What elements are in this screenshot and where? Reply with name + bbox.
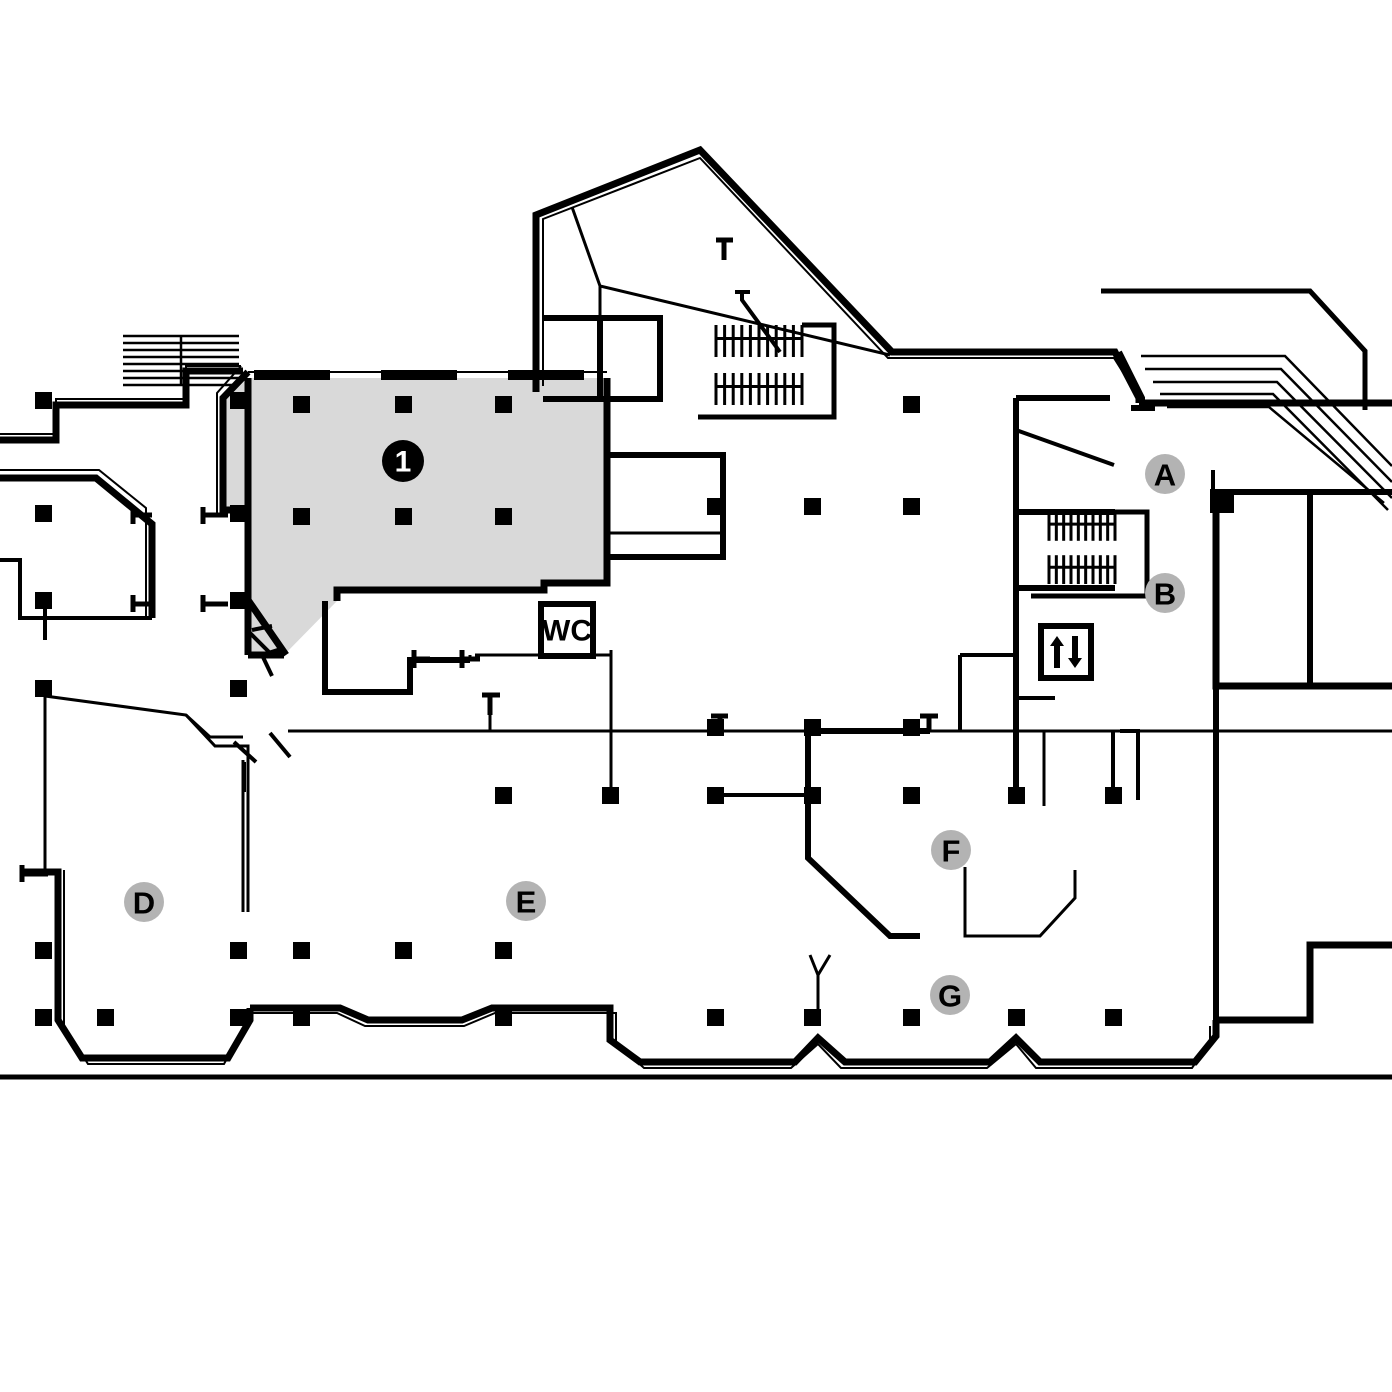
column-marker — [35, 592, 52, 609]
column-marker — [804, 498, 821, 515]
zone-marker-label: A — [1154, 458, 1176, 493]
column-marker — [230, 942, 247, 959]
wc-facility-symbol[interactable]: WC — [538, 601, 596, 659]
column-marker — [707, 787, 724, 804]
column-marker — [495, 508, 512, 525]
column-marker — [395, 396, 412, 413]
stair-blocks — [123, 322, 1150, 599]
zone-marker-label: F — [942, 834, 961, 869]
escalator-bank-right — [1141, 354, 1392, 511]
column-marker — [293, 1009, 310, 1026]
highlight-zone-marker[interactable]: 1 — [382, 440, 424, 482]
stairs-top-centre-icon — [698, 322, 837, 420]
column-marker — [1105, 787, 1122, 804]
wc-box — [538, 601, 596, 659]
wc-label: WC — [542, 615, 592, 648]
column-marker — [230, 392, 247, 409]
column-marker — [495, 1009, 512, 1026]
zone-marker-circle — [1145, 454, 1185, 494]
elevator-facility-symbol[interactable] — [1038, 623, 1094, 681]
stairs-top-left-icon — [123, 334, 239, 387]
column-marker — [903, 396, 920, 413]
upper-right-room — [1101, 288, 1368, 410]
zone-marker-f[interactable]: F — [931, 830, 971, 870]
column-marker — [293, 942, 310, 959]
column-marker — [230, 680, 247, 697]
zone-marker-a[interactable]: A — [1145, 454, 1185, 494]
column-marker — [35, 392, 52, 409]
escalator-landing-rail — [1210, 470, 1392, 686]
column-marker — [230, 1009, 247, 1026]
column-marker — [707, 498, 724, 515]
column-marker — [804, 719, 821, 736]
highlight-marker-label: 1 — [395, 446, 412, 479]
column-marker — [495, 787, 512, 804]
zone-marker-circle — [124, 882, 164, 922]
column-marker — [1211, 495, 1228, 512]
column-marker — [1008, 787, 1025, 804]
highlight-zone-1[interactable] — [223, 378, 607, 655]
highlight-marker-circle — [382, 440, 424, 482]
column-marker — [1008, 1009, 1025, 1026]
highlight-zone-fill — [223, 378, 607, 655]
column-marker — [903, 1009, 920, 1026]
column-marker — [395, 508, 412, 525]
column-marker — [35, 680, 52, 697]
zone-marker-g[interactable]: G — [930, 975, 970, 1015]
elevator-box — [1038, 623, 1094, 681]
column-marker — [707, 719, 724, 736]
column-marker — [395, 942, 412, 959]
column-marker — [293, 396, 310, 413]
zone-marker-label: B — [1154, 577, 1176, 612]
column-marker — [602, 787, 619, 804]
column-marker — [804, 1009, 821, 1026]
zone-marker-label: D — [133, 886, 155, 921]
up-down-arrows-icon — [1050, 636, 1082, 668]
column-marker — [903, 498, 920, 515]
column-marker — [97, 1009, 114, 1026]
zone-marker-circle — [930, 975, 970, 1015]
zone-marker-label: E — [516, 885, 537, 920]
column-marker — [495, 942, 512, 959]
column-marker — [707, 1009, 724, 1026]
column-marker — [903, 719, 920, 736]
column-marker — [1105, 1009, 1122, 1026]
structural-columns — [35, 392, 1228, 1026]
stairs-right-icon — [1031, 509, 1150, 599]
zone-marker-circle — [931, 830, 971, 870]
escalator-landing-edge — [1116, 350, 1155, 411]
zone1-shopfront — [254, 370, 584, 380]
column-marker — [495, 396, 512, 413]
column-marker — [230, 592, 247, 609]
column-marker — [293, 508, 310, 525]
zone-marker-circle — [506, 881, 546, 921]
column-marker — [35, 942, 52, 959]
column-marker — [35, 1009, 52, 1026]
zone-marker-label: G — [938, 979, 962, 1014]
column-marker — [804, 787, 821, 804]
zone-markers[interactable]: A B D E F G — [124, 454, 1185, 1015]
zone-marker-circle — [1145, 573, 1185, 613]
column-marker — [230, 505, 247, 522]
column-marker — [35, 505, 52, 522]
zone-marker-d[interactable]: D — [124, 882, 164, 922]
zone-marker-e[interactable]: E — [506, 881, 546, 921]
zone-marker-b[interactable]: B — [1145, 573, 1185, 613]
column-marker — [903, 787, 920, 804]
